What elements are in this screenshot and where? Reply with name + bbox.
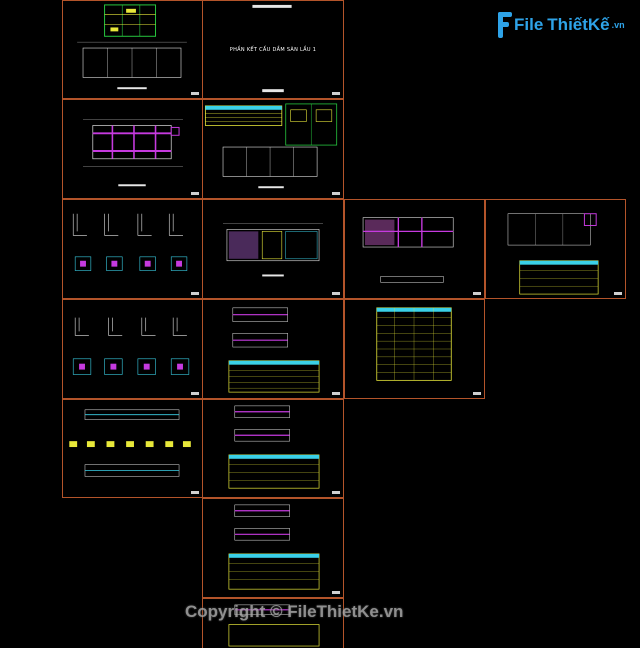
title-block-stamp xyxy=(191,491,199,494)
sheet-steel-schedule[interactable] xyxy=(344,299,485,399)
title-block-stamp xyxy=(191,92,199,95)
cover-title: PHẦN KẾT CẤU DẦM SÀN LẦU 1 xyxy=(229,47,317,53)
logo-domain: .vn xyxy=(611,20,625,30)
title-block-stamp xyxy=(191,192,199,195)
title-block-stamp xyxy=(332,392,340,395)
sheet-column-details[interactable] xyxy=(62,299,203,399)
title-block-stamp xyxy=(332,591,340,594)
sheet-foundation-plan[interactable] xyxy=(62,0,203,99)
title-block-stamp xyxy=(332,92,340,95)
sheet-stair-details-drawing xyxy=(69,409,191,477)
title-block-stamp xyxy=(332,491,340,494)
sheet-cover[interactable]: PHẦN KẾT CẤU DẦM SÀN LẦU 1 xyxy=(202,0,344,99)
sheet-beam-elevations-1-drawing xyxy=(228,307,320,393)
title-block-stamp xyxy=(332,292,340,295)
sheet-beam-elevations-4[interactable] xyxy=(202,598,344,648)
filethietke-logo-icon xyxy=(498,12,512,38)
title-block-stamp xyxy=(473,392,481,395)
sheet-beam-elevations-2[interactable] xyxy=(202,399,344,498)
sheet-truss-layout[interactable] xyxy=(485,199,626,299)
filethietke-logo[interactable]: File ThiếtKế .vn xyxy=(498,12,625,38)
sheet-steel-schedule-drawing xyxy=(376,307,452,381)
sheet-footing-details-drawing xyxy=(72,213,188,271)
sheet-beam-schedule-drawing xyxy=(204,103,338,189)
title-block-stamp xyxy=(473,292,481,295)
sheet-beam-elevations-1[interactable] xyxy=(202,299,344,399)
title-block-stamp xyxy=(191,392,199,395)
sheet-floor-beam-plan[interactable] xyxy=(62,99,203,199)
sheet-roof-plan[interactable] xyxy=(344,199,485,299)
sheet-footing-details[interactable] xyxy=(62,199,203,299)
sheet-roof-plan-drawing xyxy=(362,217,454,283)
sheet-slab-plan-drawing xyxy=(223,223,323,277)
sheet-beam-elevations-3[interactable] xyxy=(202,498,344,598)
sheet-truss-layout-drawing xyxy=(507,213,599,295)
sheet-column-details-drawing xyxy=(72,317,190,375)
sheet-beam-elevations-2-drawing xyxy=(228,405,320,489)
sheet-foundation-plan-drawing xyxy=(77,4,187,90)
logo-word-file: File xyxy=(514,15,544,34)
sheet-beam-elevations-3-drawing xyxy=(228,504,320,590)
sheet-cover-drawing xyxy=(252,4,292,93)
title-block-stamp xyxy=(191,292,199,295)
title-block-stamp xyxy=(332,192,340,195)
logo-word-thietke: ThiếtKế xyxy=(547,15,610,34)
title-block-stamp xyxy=(614,292,622,295)
sheet-beam-schedule[interactable] xyxy=(202,99,344,199)
sheet-slab-plan[interactable] xyxy=(202,199,344,299)
sheet-stair-details[interactable] xyxy=(62,399,203,498)
copyright-watermark: Copyright © FileThietKe.vn xyxy=(185,602,404,621)
sheet-floor-beam-plan-drawing xyxy=(83,119,183,187)
sheet-beam-elevations-4-drawing xyxy=(228,604,320,647)
